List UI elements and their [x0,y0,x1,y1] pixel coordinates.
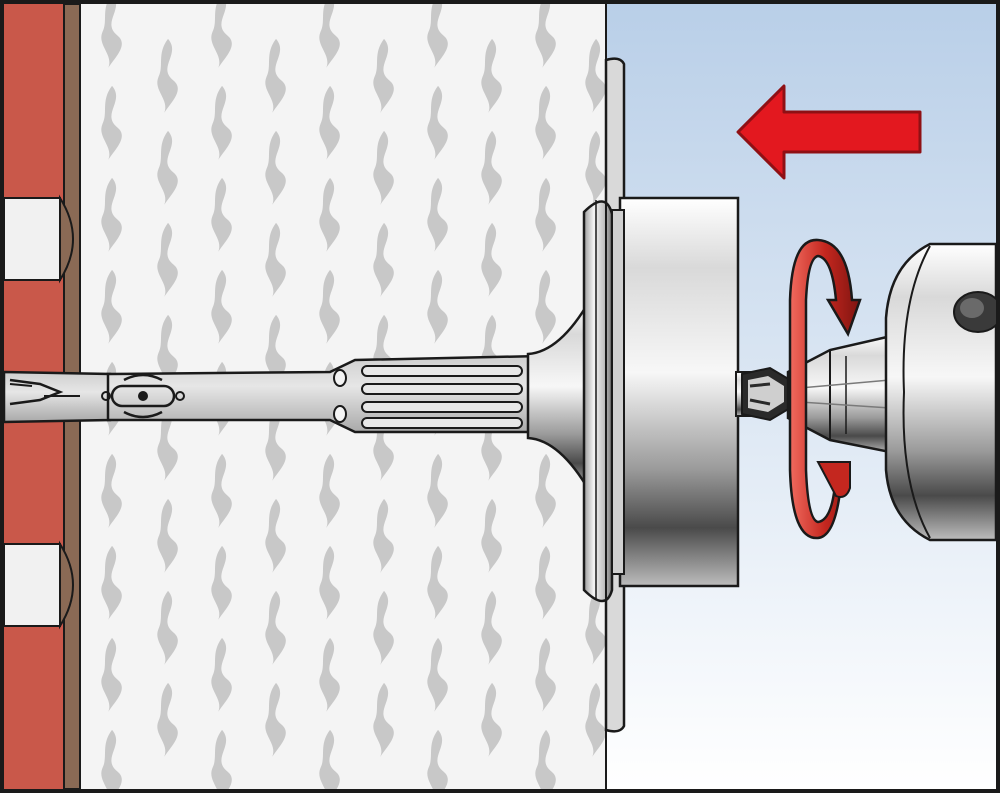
insulation-flame [101,453,122,528]
insulation-flame [481,38,502,113]
insulation-flame [427,269,448,344]
insulation-flame [373,682,394,757]
insulation-flame [211,545,232,620]
insulation-flame [373,222,394,297]
drill-chuck [786,242,1000,542]
insulation-flame [101,85,122,160]
insulation-flame [265,406,286,481]
rotate-clockwise-icon [788,238,862,540]
insulation-flame [535,269,556,344]
insulation-flame [319,729,340,789]
insulation-flame [535,85,556,160]
insulation-flame [427,545,448,620]
insulation-flame [211,269,232,344]
insulation-flame [535,729,556,789]
insulation-flame [319,269,340,344]
insulation-flame [373,38,394,113]
insulation-flame [481,498,502,573]
insulation-flame [101,637,122,712]
insulation-flame [427,637,448,712]
insulation-flame [101,177,122,252]
insulation-flame [101,4,122,68]
insulation-flame [211,729,232,789]
insulation-flame [265,590,286,665]
insulation-flame [101,729,122,789]
insulation-flame [101,545,122,620]
insulation-flame [427,177,448,252]
insulation-flame [157,498,178,573]
insulation-flame [585,38,606,113]
arrow-left-icon [736,84,922,180]
insulation-flame [211,4,232,68]
insulation-flame [535,637,556,712]
insulation-flame [211,637,232,712]
insulation-flame [427,729,448,789]
dowel-slot-marking [101,373,185,419]
insulation-flame [265,682,286,757]
insulation-flame [319,545,340,620]
insulation-flame [535,545,556,620]
insulation-flame [319,177,340,252]
insulation-flame [373,590,394,665]
insulation-flame [319,453,340,528]
insulation-flame [265,314,286,389]
insulation-flame [585,682,606,757]
insulation-flame [157,590,178,665]
insulation-flame [427,453,448,528]
insulation-flame [211,453,232,528]
insulation-flame [585,130,606,205]
insulation-flame [319,85,340,160]
insulation-flame [427,85,448,160]
insulation-flame [481,222,502,297]
insulation-flame [319,4,340,68]
insulation-flame [211,85,232,160]
drive-shaft-hex [741,366,791,422]
insulation-flame [265,498,286,573]
insulation-flame [157,38,178,113]
insulation-flame [481,590,502,665]
insulation-flame [427,4,448,68]
insulation-texture [101,4,606,789]
insulation-flame [101,269,122,344]
setting-tool [611,196,791,588]
insulation-flame [157,222,178,297]
insulation-flame [157,682,178,757]
insulation-flame [535,177,556,252]
insulation-flame [481,130,502,205]
anchor-dowel [2,295,592,497]
insulation-flame [157,130,178,205]
insulation-flame [585,590,606,665]
insulation-flame [319,637,340,712]
insulation-flame [373,130,394,205]
insulation-flame [265,38,286,113]
insulation-flame [535,453,556,528]
insulation-flame [265,222,286,297]
insulation-flame [373,498,394,573]
insulation-flame [265,130,286,205]
insulation-flame [157,314,178,389]
insulation-flame [211,177,232,252]
insulation-flame [481,682,502,757]
insulation-flame [535,4,556,68]
insulation-flame [157,406,178,481]
